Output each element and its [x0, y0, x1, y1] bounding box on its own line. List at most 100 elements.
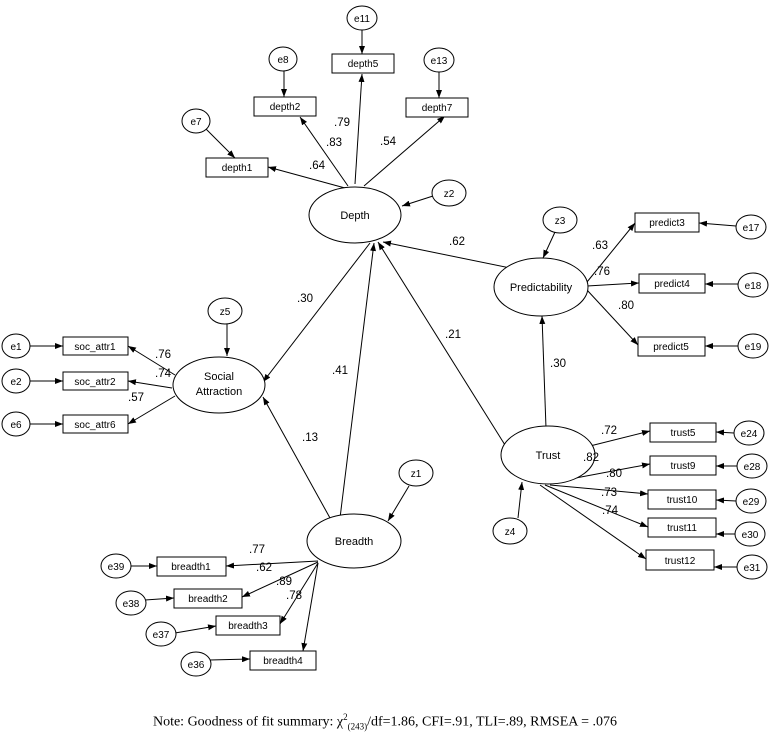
latent-breadth: Breadth	[306, 513, 402, 569]
error-e7-label: e7	[190, 117, 202, 128]
indicator-breadth4: breadth4	[249, 650, 317, 671]
loading-line-soc_attr1	[127, 345, 176, 376]
path-breadth-to-depth	[339, 242, 376, 519]
path-breadth-to-social	[262, 396, 331, 519]
coef-predict5: .80	[618, 300, 634, 312]
indicator-predict4: predict4	[638, 273, 706, 294]
error-e38: e38	[115, 590, 147, 616]
indicator-breadth3: breadth3	[215, 615, 281, 636]
error-line-e37	[174, 624, 217, 634]
disturbance-z5-label: z5	[220, 307, 231, 318]
error-line-e36	[209, 656, 251, 663]
error-e31: e31	[736, 554, 768, 580]
error-e31-label: e31	[744, 563, 761, 574]
loading-line-depth5	[354, 73, 365, 185]
path-coefficients: .62 .30 .21 .41 .30 .13	[297, 236, 566, 444]
error-line-e24	[715, 429, 735, 436]
error-e19-label: e19	[745, 342, 762, 353]
indicator-depth1-label: depth1	[222, 163, 253, 174]
error-e7: e7	[181, 108, 211, 134]
disturbance-z3: z3	[542, 206, 578, 234]
coef-breadth4: .78	[286, 590, 302, 602]
loading-line-depth2	[299, 116, 349, 187]
coef-depth5: .79	[334, 117, 350, 129]
disturbance-z4: z4	[492, 517, 528, 545]
path-depth-to-social	[262, 242, 371, 383]
error-e29: e29	[735, 488, 767, 514]
loading-line-trust9	[564, 462, 651, 481]
loading-line-predict5	[586, 289, 639, 346]
coef-trust-depth: .21	[445, 329, 461, 341]
loading-line-predict4	[586, 280, 640, 287]
note-chi-subscript: (243)	[347, 721, 368, 732]
disturbance-z4-label: z4	[505, 527, 516, 538]
loading-line-soc_attr6	[127, 395, 176, 425]
coef-trust5: .72	[601, 425, 617, 437]
error-line-e17	[698, 220, 737, 227]
error-e18-label: e18	[745, 281, 762, 292]
indicator-breadth3-label: breadth3	[228, 621, 268, 632]
indicator-trust12-label: trust12	[665, 556, 696, 567]
coef-trust9: .82	[583, 452, 599, 464]
error-e6: e6	[1, 411, 31, 437]
error-e37: e37	[145, 621, 177, 647]
disturbance-z3-label: z3	[555, 216, 566, 227]
error-e29-label: e29	[743, 497, 760, 508]
disturbance-line-z1	[387, 485, 410, 522]
loading-line-trust5	[581, 430, 651, 449]
indicator-soc_attr1-label: soc_attr1	[74, 342, 116, 353]
coef-soc_attr2: .74	[155, 368, 172, 380]
error-line-e7	[204, 127, 236, 159]
indicator-trust11-label: trust11	[667, 523, 697, 534]
loading-line-soc_attr2	[127, 379, 173, 389]
indicator-predict3: predict3	[634, 212, 700, 233]
error-e11-label: e11	[354, 14, 370, 25]
coef-breadth3: .89	[276, 576, 292, 588]
latent-predictability-label: Predictability	[510, 282, 573, 294]
error-e1: e1	[1, 333, 31, 359]
indicator-breadth2-label: breadth2	[188, 594, 228, 605]
indicator-depth5: depth5	[331, 53, 395, 74]
error-e38-label: e38	[123, 599, 140, 610]
indicator-predict3-label: predict3	[649, 218, 685, 229]
error-e17: e17	[735, 214, 767, 240]
error-e36-label: e36	[188, 660, 205, 671]
note-chi-superscript: 2	[343, 712, 348, 722]
error-e18: e18	[737, 272, 769, 298]
indicator-trust5-label: trust5	[670, 428, 695, 439]
disturbance-z2: z2	[431, 179, 467, 207]
latent-breadth-label: Breadth	[335, 536, 374, 548]
error-e39-label: e39	[108, 562, 125, 573]
disturbance-z5: z5	[207, 297, 243, 325]
loading-line-breadth4	[301, 562, 319, 652]
coef-trust10: .80	[606, 468, 622, 480]
disturbance-z2-label: z2	[444, 189, 455, 200]
indicator-predict5-label: predict5	[653, 342, 689, 353]
indicator-trust10-label: trust10	[667, 495, 698, 506]
coef-depth2: .83	[326, 137, 342, 149]
indicator-soc_attr2-label: soc_attr2	[74, 377, 116, 388]
loading-line-depth1	[267, 166, 346, 189]
error-e30: e30	[734, 521, 766, 547]
coef-trust-predictability: .30	[550, 358, 566, 370]
error-e28-label: e28	[744, 462, 761, 473]
path-trust-to-depth	[377, 241, 506, 446]
path-trust-to-predictability	[539, 315, 547, 429]
indicator-breadth1-label: breadth1	[171, 562, 211, 573]
indicator-breadth4-label: breadth4	[263, 656, 303, 667]
error-e24-label: e24	[741, 429, 758, 440]
error-e13: e13	[423, 47, 455, 73]
loading-line-predict3	[586, 222, 636, 283]
indicator-breadth2: breadth2	[173, 588, 243, 609]
indicator-trust12: trust12	[645, 549, 715, 571]
fit-summary-note: Note: Goodness of fit summary: χ2(243)/d…	[0, 712, 770, 731]
loading-line-breadth1	[225, 560, 319, 569]
error-e19: e19	[737, 333, 769, 359]
error-e39: e39	[100, 553, 132, 579]
disturbance-z1-label: z1	[411, 469, 422, 480]
error-e8: e8	[268, 46, 298, 72]
loading-line-depth7	[363, 115, 446, 187]
disturbance-line-z4	[517, 481, 525, 519]
path-predictability-to-depth	[382, 240, 511, 269]
latent-depth-label: Depth	[340, 210, 369, 222]
